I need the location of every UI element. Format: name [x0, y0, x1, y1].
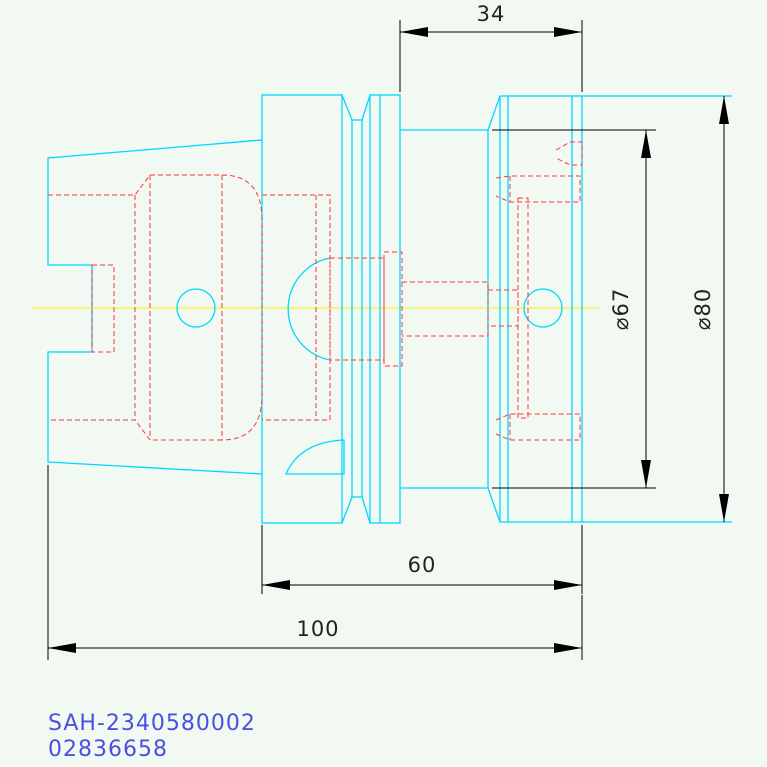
part-code: SAH-2340580002: [48, 711, 256, 736]
dim-60-label: 60: [408, 553, 437, 577]
dimension-lines: [47, 20, 729, 660]
part-number: 02836658: [48, 737, 168, 762]
hidden-lines: [48, 141, 583, 441]
dim-d67-label: ⌀67: [609, 288, 633, 330]
part-outline: [47, 94, 732, 524]
dim-d80-label: ⌀80: [691, 288, 715, 330]
dim-100-label: 100: [296, 617, 339, 641]
dim-34-label: 34: [477, 2, 506, 26]
